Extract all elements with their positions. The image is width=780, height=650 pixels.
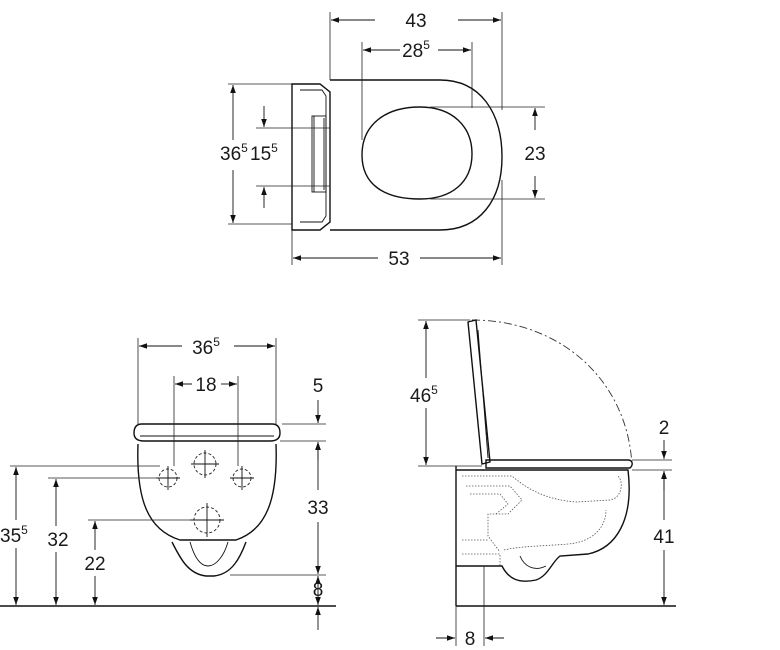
side-view: 465 2 41 8 [410, 319, 676, 650]
dim-bolt-spacing: 18 [195, 375, 216, 396]
dim-bowl-opening: 23 [524, 144, 545, 165]
side-view-inner-channel [462, 475, 622, 503]
dim-seat-gap: 2 [659, 418, 670, 439]
top-view-seat-opening [361, 106, 473, 200]
dim-front-seat-width: 365 [192, 335, 220, 359]
dim-lid-open-height: 465 [410, 383, 438, 407]
dim-seat-opening: 285 [402, 38, 430, 62]
top-view-bowl-outline [330, 79, 503, 231]
dim-bowl-height: 33 [307, 498, 328, 519]
dim-bolt-height: 32 [47, 530, 68, 551]
dim-rim-height: 41 [653, 527, 674, 548]
dim-outlet-height: 22 [84, 554, 105, 575]
dim-length-overall: 53 [388, 249, 409, 270]
dim-total-height: 355 [0, 523, 28, 547]
dim-width-overall: 43 [405, 11, 426, 32]
side-view-open-lid [467, 319, 491, 465]
front-view-outlet [171, 541, 247, 577]
front-view-seat [133, 423, 281, 442]
side-view-seat [485, 459, 633, 469]
front-bolt-right [230, 466, 254, 490]
dim-wall-offset: 8 [465, 629, 476, 650]
side-view-bowl [456, 469, 630, 582]
dim-rim-to-floor: 8 [313, 580, 324, 601]
front-supply-inlet [191, 450, 219, 478]
dim-hinge-spacing: 155 [250, 141, 278, 165]
dim-seat-thickness: 5 [313, 376, 324, 397]
side-view-lid-arc [471, 319, 633, 467]
front-view: 365 18 5 33 8 355 32 22 [0, 335, 336, 630]
dim-seat-depth: 365 [220, 141, 248, 165]
top-view: 43 285 365 155 23 53 [220, 11, 546, 270]
front-outlet-centre [190, 503, 224, 537]
front-view-bowl [137, 443, 277, 541]
